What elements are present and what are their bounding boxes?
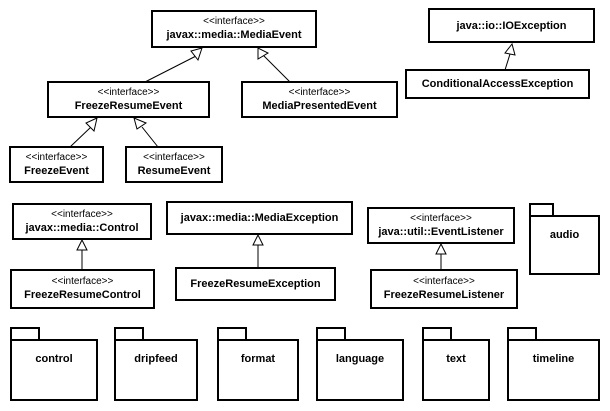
class-box-conditional-access-exception[interactable]: ConditionalAccessException [405,69,590,99]
inheritance-arrowhead [252,233,264,246]
edge-mediapresentedevent-mediaevent [262,54,291,83]
class-box-media-control[interactable]: <<interface>> javax::media::Control [12,203,152,240]
class-box-freeze-resume-control[interactable]: <<interface>> FreezeResumeControl [10,269,155,309]
class-box-freeze-resume-event[interactable]: <<interface>> FreezeResumeEvent [47,81,210,118]
class-name: java::util::EventListener [378,225,504,238]
class-name: javax::media::Control [25,221,139,234]
class-name: FreezeResumeException [190,278,321,290]
inheritance-arrowhead [504,42,516,56]
edge-freezeresumeevent-mediaevent [144,54,199,83]
class-name: FreezeResumeControl [24,289,141,301]
inheritance-arrowhead [76,238,88,251]
edge-freezeevent-freezeresumeevent [69,126,92,148]
class-box-media-exception[interactable]: javax::media::MediaException [166,201,353,235]
package-body: dripfeed [114,339,198,401]
package-tab [507,327,537,340]
class-name: FreezeResumeEvent [74,99,183,112]
stereotype-label: <<interface>> [25,151,88,163]
inheritance-arrowhead [435,242,447,255]
package-label: timeline [532,353,575,365]
package-tab [422,327,452,340]
class-name: javax::media::MediaEvent [166,29,302,41]
class-box-freeze-resume-listener[interactable]: <<interface>> FreezeResumeListener [370,269,518,309]
inheritance-arrowhead [257,47,270,60]
class-box-resume-event[interactable]: <<interface>> ResumeEvent [125,146,223,183]
stereotype-label: <<interface>> [97,86,160,98]
class-name: ResumeEvent [137,164,211,177]
inheritance-arrowhead [133,117,148,130]
package-body: control [10,339,98,401]
class-name: ConditionalAccessException [421,78,574,90]
stereotype-label: <<interface>> [288,86,351,98]
package-label: control [35,353,73,365]
edge-resumeevent-freezeresumeevent [141,126,159,148]
package-tab [217,327,247,340]
package-body: text [422,339,490,401]
edge-conditionalaccess-ioexception [504,53,511,71]
inheritance-arrowhead [85,117,98,132]
class-box-event-listener[interactable]: <<interface>> java::util::EventListener [367,207,515,244]
stereotype-label: <<interface>> [51,276,114,287]
package-body: audio [529,215,600,275]
class-name: MediaPresentedEvent [262,99,377,112]
stereotype-label: <<interface>> [51,208,113,220]
package-label: format [240,353,276,365]
stereotype-label: <<interface>> [410,212,472,224]
package-label: audio [549,229,580,241]
class-name: javax::media::MediaException [180,212,339,224]
package-label: text [446,353,466,365]
class-name: FreezeResumeListener [383,289,505,301]
package-tab [529,203,554,216]
package-tab [114,327,144,340]
inheritance-arrowhead [190,47,203,62]
package-tab [316,327,346,340]
package-label: dripfeed [134,353,178,365]
package-label: language [335,353,385,365]
class-box-io-exception[interactable]: java::io::IOException [428,8,595,43]
stereotype-label: <<interface>> [203,16,265,27]
package-body: format [217,339,299,401]
package-tab [10,327,40,340]
package-body: timeline [507,339,600,401]
class-name: java::io::IOException [456,19,567,32]
class-box-freeze-resume-exception[interactable]: FreezeResumeException [175,267,336,301]
stereotype-label: <<interface>> [143,151,205,163]
class-name: FreezeEvent [24,164,89,177]
package-body: language [316,339,404,401]
class-box-media-presented-event[interactable]: <<interface>> MediaPresentedEvent [241,81,398,118]
stereotype-label: <<interface>> [413,276,475,287]
class-box-media-event[interactable]: <<interface>> javax::media::MediaEvent [151,10,317,48]
class-box-freeze-event[interactable]: <<interface>> FreezeEvent [9,146,104,183]
